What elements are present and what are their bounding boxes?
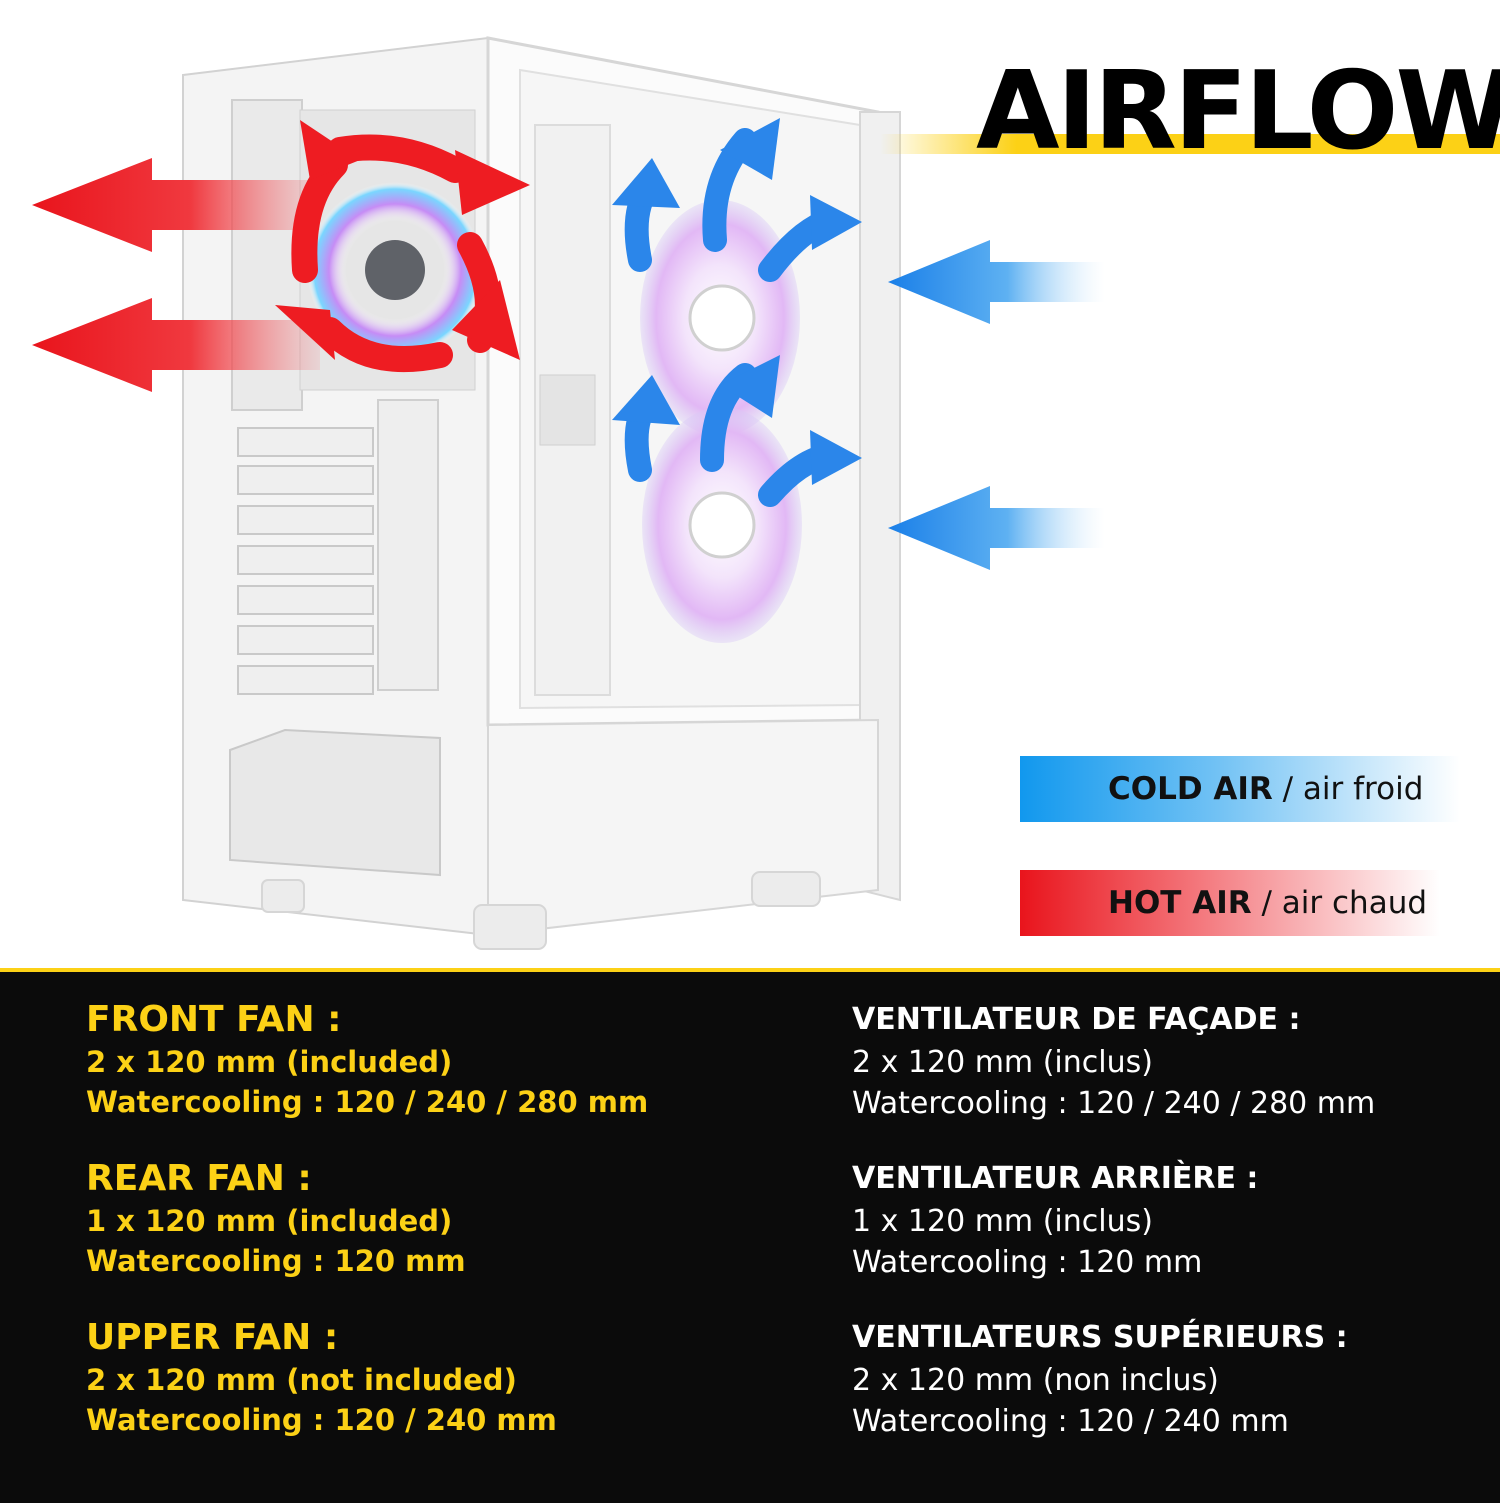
legend-hot-rest: / air chaud bbox=[1251, 885, 1428, 921]
legend-cold-rest: / air froid bbox=[1272, 771, 1424, 807]
rear-fan-arrowheads bbox=[275, 120, 530, 360]
spec-line: Watercooling : 120 mm bbox=[852, 1245, 1203, 1280]
pc-case bbox=[182, 36, 901, 950]
legend-cold-label: COLD AIR / air froid bbox=[1108, 771, 1423, 807]
product-visual-area: AIRFLOW COLD AIR / air froid HOT AIR / a… bbox=[32, 36, 1500, 950]
pc-case-airflow-illustration bbox=[32, 36, 1105, 950]
spec-title: VENTILATEUR ARRIÈRE : bbox=[852, 1161, 1259, 1196]
spec-line: 1 x 120 mm (inclus) bbox=[852, 1204, 1153, 1239]
legend-cold-air: COLD AIR / air froid bbox=[1020, 756, 1460, 822]
spec-line: 2 x 120 mm (included) bbox=[86, 1045, 453, 1079]
spec-upper-fan: UPPER FAN : 2 x 120 mm (not included) Wa… bbox=[86, 1316, 806, 1475]
spec-line: Watercooling : 120 / 240 / 280 mm bbox=[86, 1085, 649, 1119]
legend-hot-bold: HOT AIR bbox=[1108, 885, 1252, 921]
legend-hot-label: HOT AIR / air chaud bbox=[1108, 885, 1427, 921]
spec-ventilateur-arriere: VENTILATEUR ARRIÈRE : 1 x 120 mm (inclus… bbox=[852, 1157, 1472, 1316]
legend-hot-air: HOT AIR / air chaud bbox=[1020, 870, 1440, 936]
spec-title: UPPER FAN : bbox=[86, 1317, 339, 1358]
specs-french: VENTILATEUR DE FAÇADE : 2 x 120 mm (incl… bbox=[852, 998, 1472, 1475]
spec-title: VENTILATEURS SUPÉRIEURS : bbox=[852, 1320, 1348, 1355]
spec-front-fan: FRONT FAN : 2 x 120 mm (included) Waterc… bbox=[86, 998, 806, 1157]
spec-title: REAR FAN : bbox=[86, 1158, 312, 1199]
page-title: AIRFLOW bbox=[976, 49, 1500, 174]
spec-line: Watercooling : 120 / 240 mm bbox=[86, 1403, 557, 1437]
specs-english: FRONT FAN : 2 x 120 mm (included) Waterc… bbox=[86, 998, 806, 1475]
spec-line: Watercooling : 120 / 240 / 280 mm bbox=[852, 1086, 1376, 1121]
title-underline bbox=[880, 134, 1500, 154]
spec-line: 1 x 120 mm (included) bbox=[86, 1204, 453, 1238]
spec-line: Watercooling : 120 mm bbox=[86, 1244, 466, 1278]
spec-line: 2 x 120 mm (not included) bbox=[86, 1363, 517, 1397]
legend-cold-bold: COLD AIR bbox=[1108, 771, 1273, 807]
spec-line: 2 x 120 mm (inclus) bbox=[852, 1045, 1153, 1080]
spec-ventilateurs-superieurs: VENTILATEURS SUPÉRIEURS : 2 x 120 mm (no… bbox=[852, 1316, 1472, 1475]
spec-title: VENTILATEUR DE FAÇADE : bbox=[852, 1002, 1301, 1037]
hot-air-exhaust-arrows bbox=[32, 158, 320, 392]
spec-rear-fan: REAR FAN : 1 x 120 mm (included) Waterco… bbox=[86, 1157, 806, 1316]
front-fan-arrowheads bbox=[612, 118, 862, 485]
spec-title: FRONT FAN : bbox=[86, 999, 342, 1040]
spec-panel: FRONT FAN : 2 x 120 mm (included) Waterc… bbox=[0, 968, 1500, 1503]
spec-line: Watercooling : 120 / 240 mm bbox=[852, 1404, 1289, 1439]
spec-ventilateur-facade: VENTILATEUR DE FAÇADE : 2 x 120 mm (incl… bbox=[852, 998, 1472, 1157]
cold-air-intake-arrows bbox=[888, 240, 1105, 570]
spec-line: 2 x 120 mm (non inclus) bbox=[852, 1363, 1219, 1398]
